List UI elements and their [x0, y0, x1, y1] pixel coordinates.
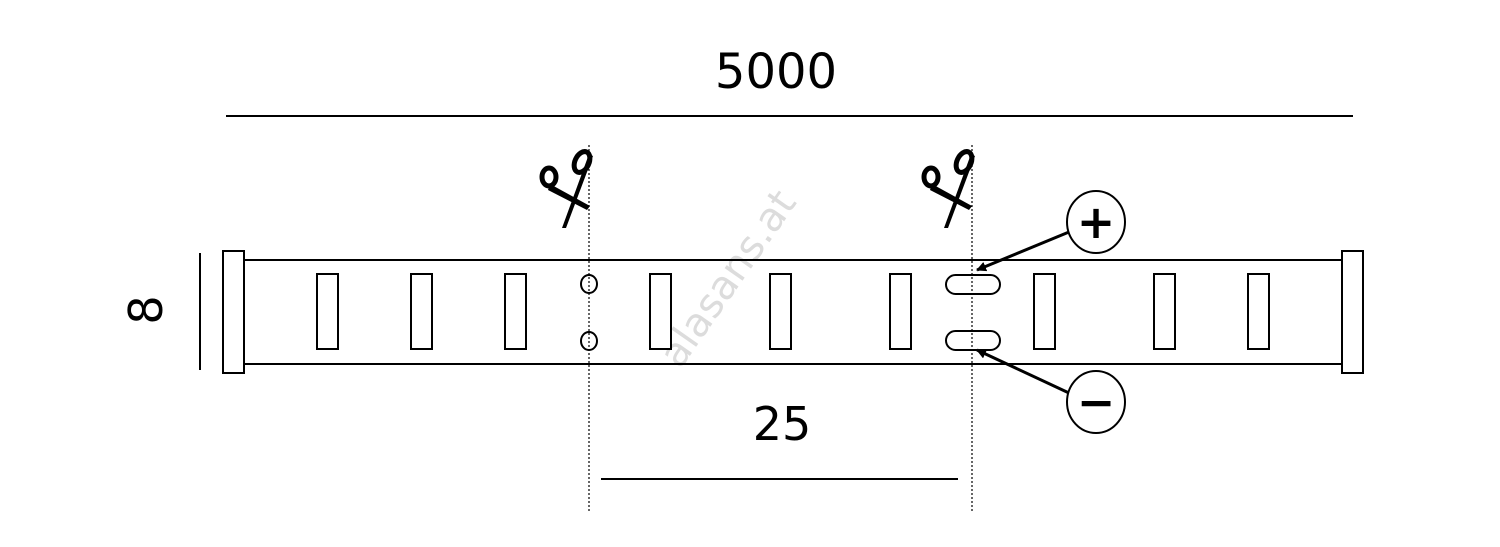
led-chip — [1247, 273, 1270, 350]
led-chip — [316, 273, 339, 350]
led-chip — [504, 273, 527, 350]
led-chip — [649, 273, 672, 350]
positive-pad — [945, 274, 1001, 295]
led-chip — [1033, 273, 1056, 350]
positive-label: + — [1077, 195, 1116, 249]
positive-callout — [1066, 190, 1126, 254]
end-cap-right — [1341, 250, 1364, 374]
negative-pad — [945, 330, 1001, 351]
length-label: 5000 — [715, 44, 837, 100]
end-cap-left — [222, 250, 245, 374]
negative-arrow — [976, 348, 1070, 395]
led-chip — [769, 273, 792, 350]
positive-arrow — [976, 230, 1070, 272]
width-label: 8 — [119, 295, 173, 324]
led-chip — [410, 273, 433, 350]
scissors-icon — [539, 149, 593, 228]
led-strip — [222, 250, 1364, 374]
led-chip — [889, 273, 912, 350]
scissors-icon — [921, 149, 975, 228]
led-chip — [1153, 273, 1176, 350]
negative-label: − — [1077, 375, 1116, 429]
negative-callout — [1066, 370, 1126, 434]
cut-spacing-label: 25 — [753, 397, 812, 451]
